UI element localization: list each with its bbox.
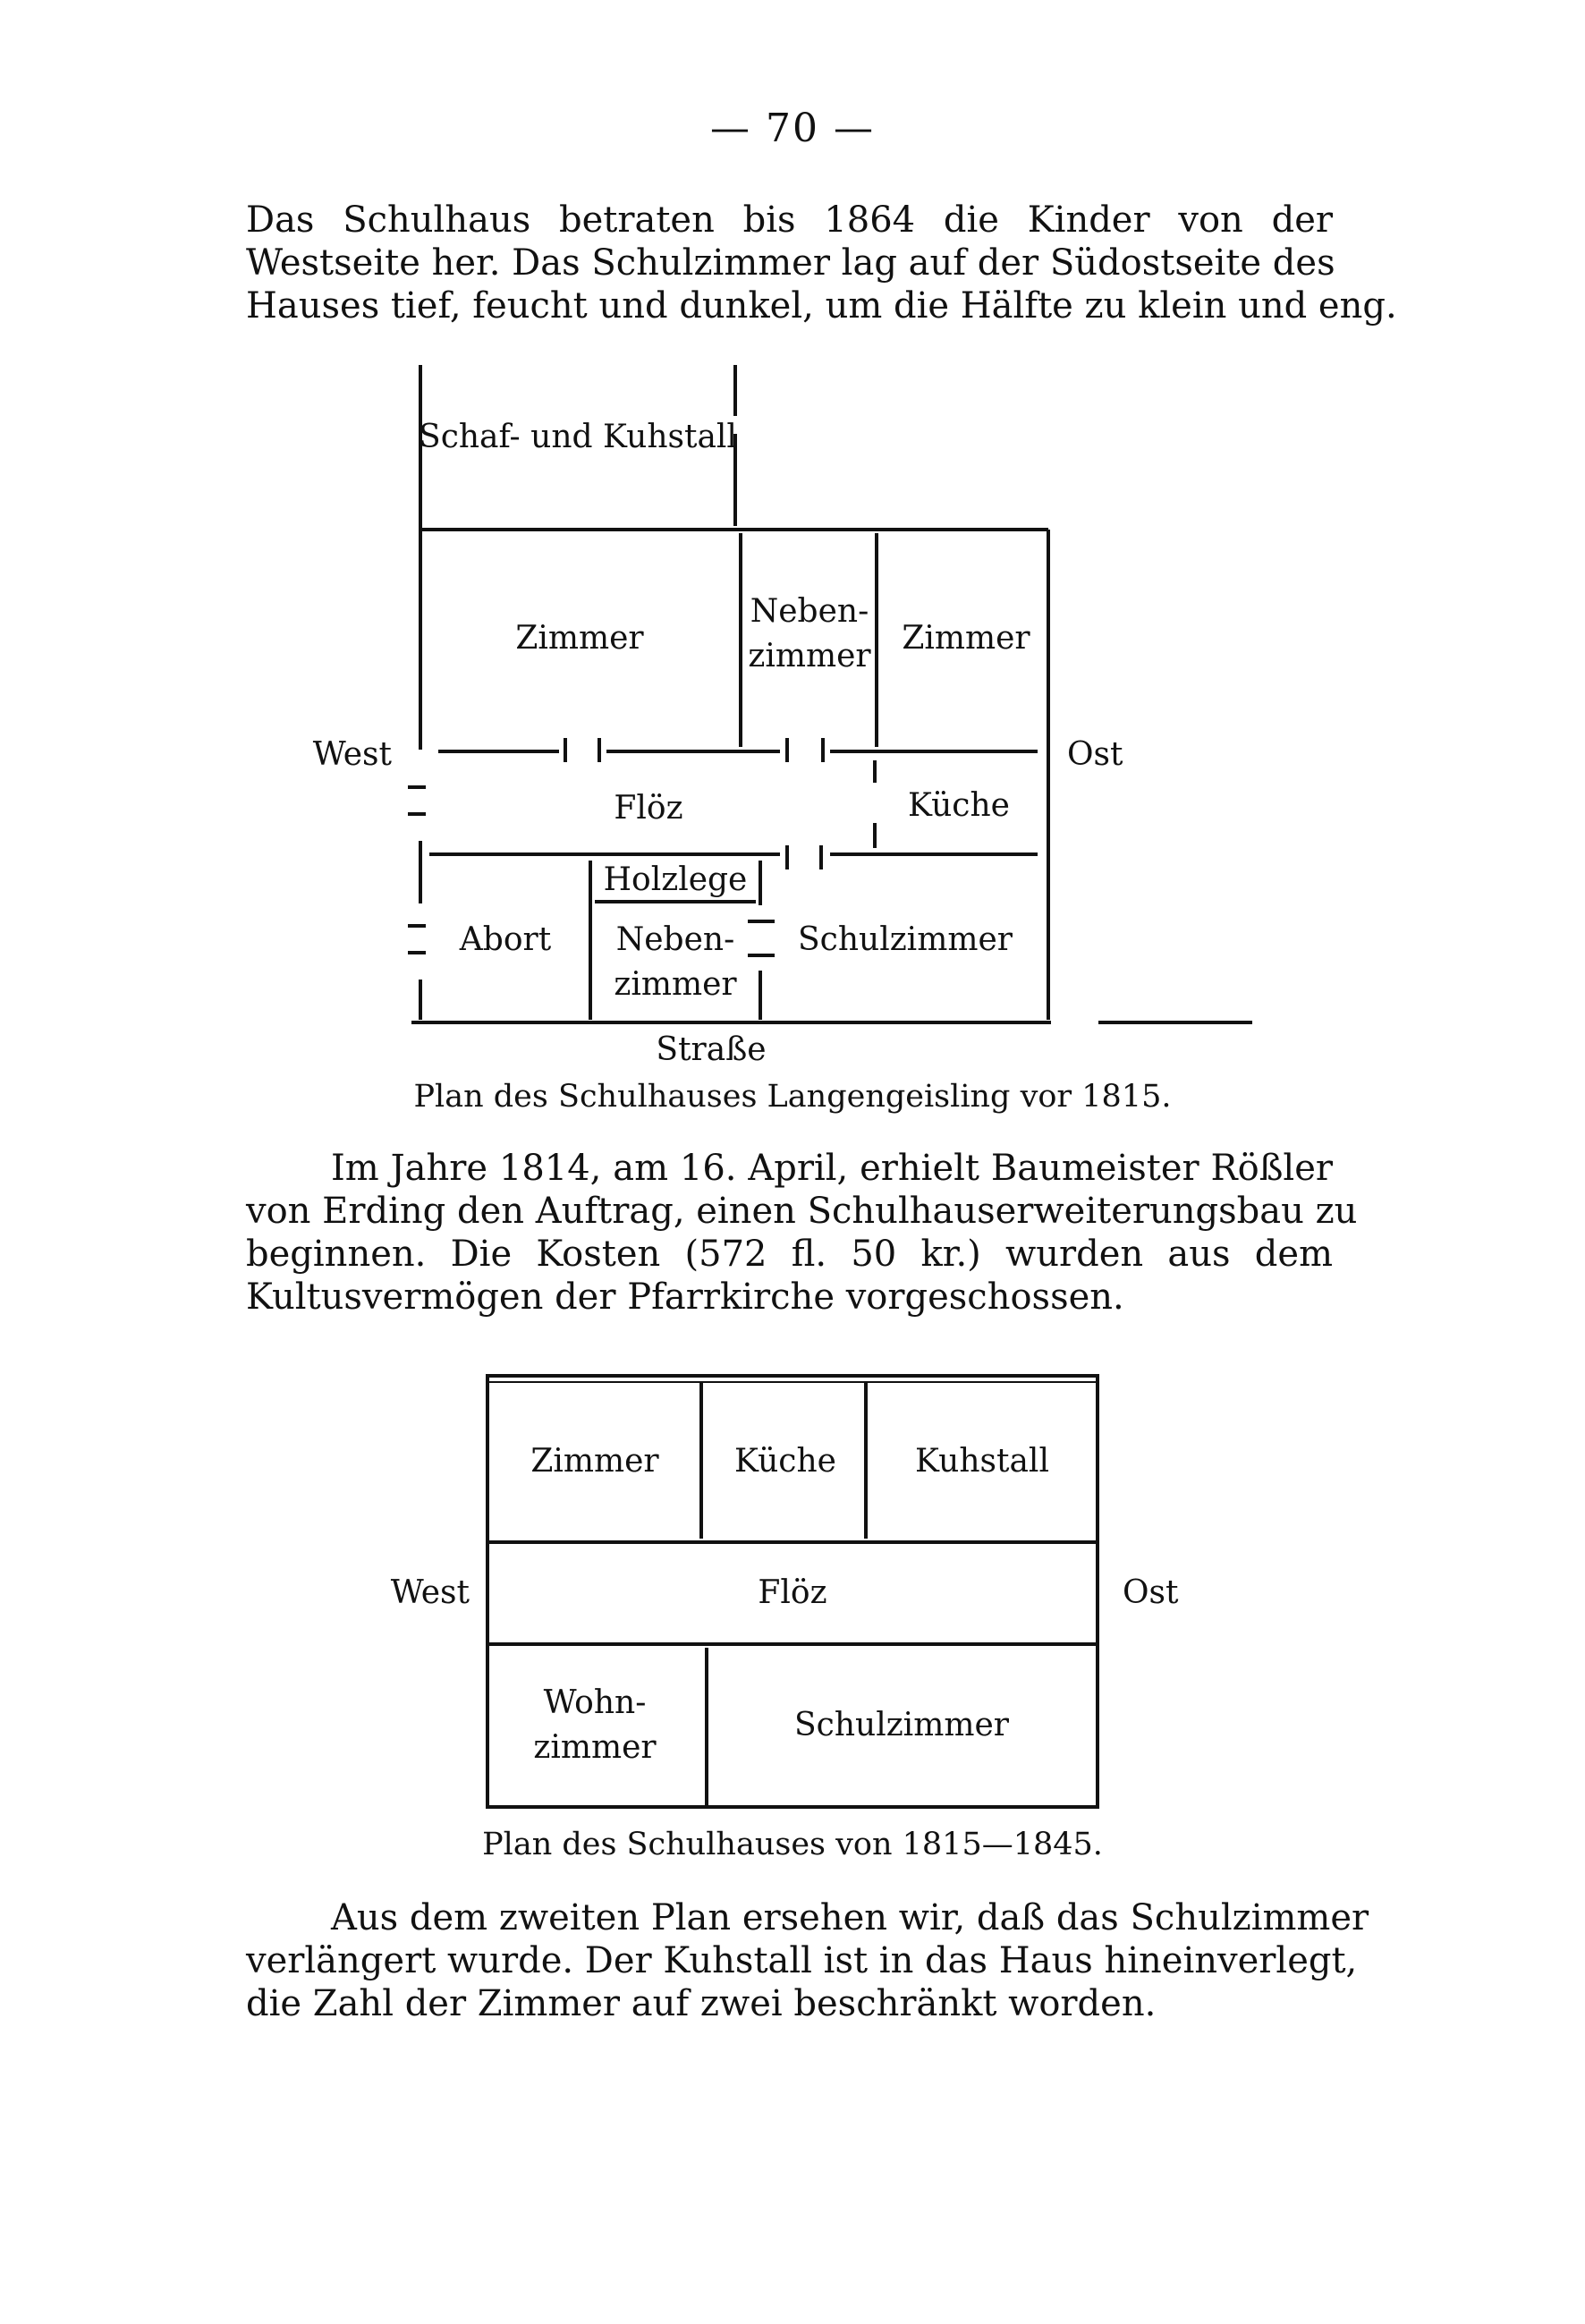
plan2-compass-east-label: Ost (1123, 1574, 1179, 1611)
paragraph-1: Das Schulhaus betraten bis 1864 die Kind… (246, 199, 1397, 327)
paragraph-3: Aus dem zweiten Plan ersehen wir, daß da… (246, 1896, 1369, 2025)
room-abort-label: Abort (459, 921, 552, 958)
text-line: Kultusvermögen der Pfarrkirche vorgescho… (246, 1277, 1124, 1318)
plan2-room-floez-label: Flöz (758, 1574, 826, 1611)
plan1-caption: Plan des Schulhauses Langengeisling vor … (413, 1079, 1172, 1115)
text-line: Hauses tief, feucht und dunkel, um die H… (246, 285, 1397, 327)
room-schulzimmer-label: Schulzimmer (798, 921, 1013, 958)
room-zimmer-left-label: Zimmer (515, 620, 644, 657)
compass-east-label: Ost (1067, 736, 1123, 773)
plan2-room-wohnzimmer-label-1: Wohn- (544, 1684, 647, 1721)
text-line: von Erding den Auftrag, einen Schulhause… (246, 1191, 1358, 1232)
room-stall-label: Schaf- und Kuhstall (419, 419, 737, 455)
text-line: Aus dem zweiten Plan ersehen wir, daß da… (331, 1897, 1369, 1938)
text-line: die Zahl der Zimmer auf zwei beschränkt … (246, 1983, 1157, 2024)
text-line: Das Schulhaus betraten bis 1864 die Kind… (246, 199, 1333, 241)
room-nebenzimmer-bottom-label-2: zimmer (614, 966, 737, 1003)
street-label: Straße (656, 1031, 766, 1068)
room-nebenzimmer-bottom-label-1: Neben- (616, 921, 735, 958)
room-holzlege-label: Holzlege (604, 861, 748, 898)
compass-west-label: West (313, 736, 393, 773)
room-nebenzimmer-top-label-2: zimmer (748, 638, 871, 674)
plan2-room-kueche-label: Küche (734, 1443, 836, 1480)
plan2-compass-west-label: West (391, 1574, 470, 1611)
floor-plan-before-1815: Schaf- und Kuhstall Zimmer Neben- zimmer… (313, 365, 1252, 1068)
room-zimmer-right-label: Zimmer (902, 620, 1030, 657)
page-number: — 70 — (710, 106, 875, 151)
text-line: beginnen. Die Kosten (572 fl. 50 kr.) wu… (246, 1234, 1333, 1275)
plan2-caption: Plan des Schulhauses von 1815—1845. (482, 1827, 1103, 1862)
text-line: Im Jahre 1814, am 16. April, erhielt Bau… (331, 1148, 1333, 1189)
text-line: verlängert wurde. Der Kuhstall ist in da… (246, 1940, 1358, 1981)
plan2-room-schulzimmer-label: Schulzimmer (794, 1707, 1010, 1743)
plan2-room-kuhstall-label: Kuhstall (915, 1443, 1049, 1480)
room-kueche-label: Küche (908, 787, 1010, 824)
plan2-room-zimmer-label: Zimmer (530, 1443, 659, 1480)
paragraph-2: Im Jahre 1814, am 16. April, erhielt Bau… (246, 1147, 1358, 1319)
room-nebenzimmer-top-label-1: Neben- (750, 593, 869, 630)
floor-plan-1815-1845: Zimmer Küche Kuhstall Flöz Wohn- zimmer … (391, 1374, 1179, 1809)
text-line: Westseite her. Das Schulzimmer lag auf d… (246, 242, 1335, 284)
plan2-room-wohnzimmer-label-2: zimmer (533, 1729, 657, 1766)
room-floez-label: Flöz (614, 790, 682, 827)
